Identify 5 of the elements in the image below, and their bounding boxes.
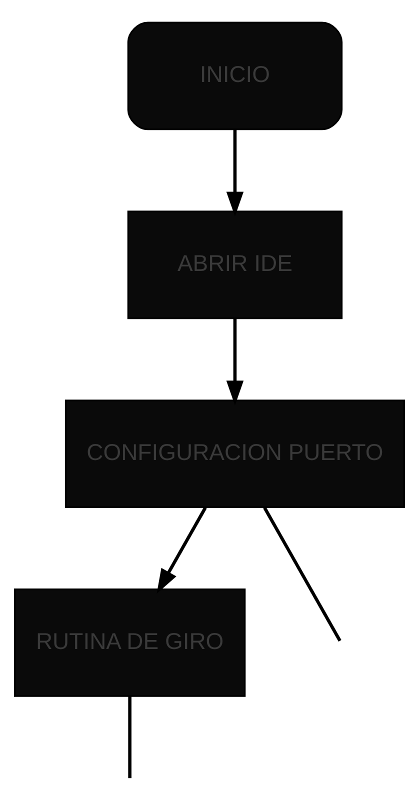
arrow <box>226 318 244 405</box>
arrow <box>156 506 207 594</box>
arrow <box>226 129 244 216</box>
connector <box>263 506 342 642</box>
connector <box>128 696 132 778</box>
